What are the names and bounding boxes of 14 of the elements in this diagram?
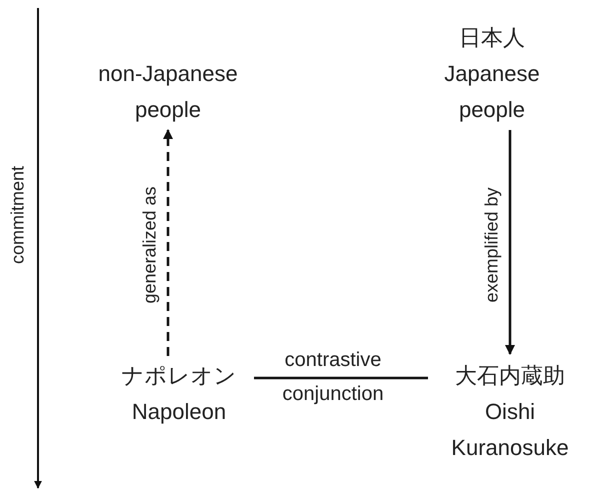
arrow	[505, 130, 515, 355]
node-text: non-Japanese people	[97, 60, 239, 124]
node-text: ナポレオン	[120, 362, 238, 390]
node-text: 大石内蔵助	[454, 362, 566, 390]
arrow	[163, 129, 173, 356]
node-text: Japanese people	[443, 60, 541, 124]
node-text: 日本人	[458, 24, 526, 52]
connector-line	[254, 376, 428, 380]
node-text: Napoleon	[130, 398, 228, 426]
axis-label: commitment	[8, 166, 28, 264]
edge-label: contrastive conjunction	[281, 348, 385, 407]
edge-label: exemplified by	[482, 187, 502, 303]
node-text: Oishi Kuranosuke	[450, 398, 570, 462]
edge-label: generalized as	[140, 186, 160, 304]
